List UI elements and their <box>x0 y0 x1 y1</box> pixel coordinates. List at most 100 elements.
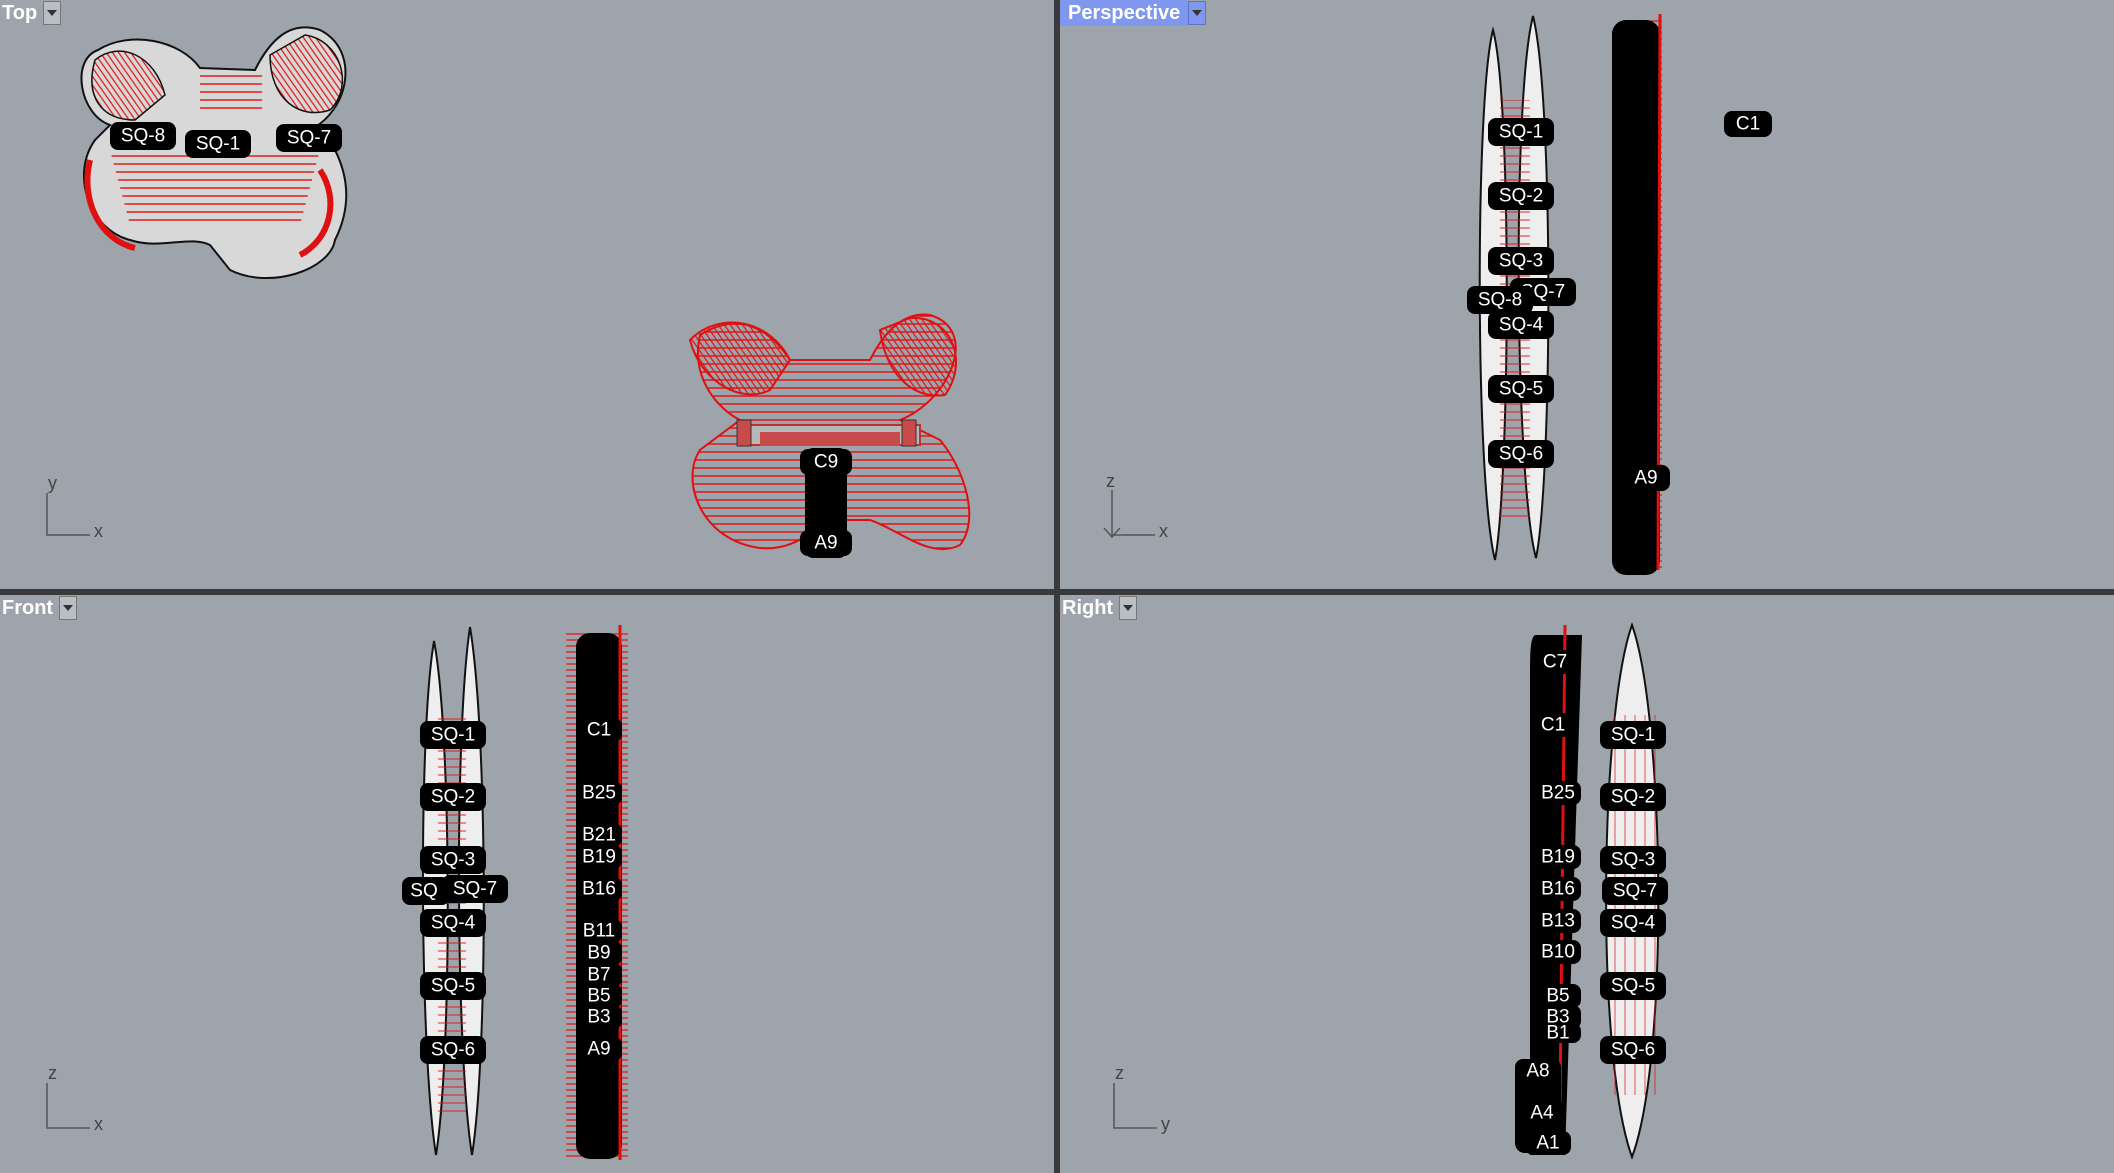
viewport-canvas[interactable]: C7 C1 B25 B19 B16 B13 B10 B5 B3 B1 A8 A4… <box>1060 595 2114 1173</box>
callout-a9[interactable]: A9 <box>1622 465 1670 491</box>
chevron-down-icon[interactable] <box>43 1 62 25</box>
callout-sq6[interactable]: SQ-6 <box>1488 440 1554 468</box>
svg-text:C9: C9 <box>814 452 838 473</box>
callout-sq4[interactable]: SQ-4 <box>420 909 486 937</box>
callout-b5[interactable]: B5 <box>576 984 622 1008</box>
callout-sq2[interactable]: SQ-2 <box>420 783 486 811</box>
svg-text:SQ-4: SQ-4 <box>431 913 476 934</box>
callout-c1[interactable]: C1 <box>576 718 622 742</box>
callout-sq1[interactable]: SQ-1 <box>185 130 251 158</box>
svg-text:SQ-1: SQ-1 <box>1611 725 1655 746</box>
callout-c1[interactable]: C1 <box>1724 111 1772 137</box>
callout-b9[interactable]: B9 <box>576 941 622 965</box>
viewport-title[interactable]: Front <box>2 597 54 619</box>
callout-b16[interactable]: B16 <box>576 877 622 901</box>
chevron-down-icon[interactable] <box>1188 1 1207 25</box>
svg-text:SQ-6: SQ-6 <box>1611 1040 1655 1061</box>
callout-sq8[interactable]: SQ-8 <box>1467 286 1533 314</box>
svg-text:SQ-2: SQ-2 <box>1611 787 1655 808</box>
viewport-canvas[interactable]: SQ-1 SQ-2 SQ-3 SQ-7 SQ-8 SQ-4 SQ-5 SQ-6 … <box>1060 0 2114 589</box>
callout-sq5[interactable]: SQ-5 <box>1488 375 1554 403</box>
viewport-canvas[interactable]: SQ-8 SQ-1 SQ-7 C9 A9 x y <box>0 0 1054 589</box>
callout-sq1[interactable]: SQ-1 <box>1600 721 1666 749</box>
callout-sq2[interactable]: SQ-2 <box>1488 182 1554 210</box>
callout-sq5[interactable]: SQ-5 <box>420 972 486 1000</box>
callout-sq6[interactable]: SQ-6 <box>420 1036 486 1064</box>
svg-text:B19: B19 <box>1541 847 1575 868</box>
callout-sq6[interactable]: SQ-6 <box>1600 1036 1666 1064</box>
callout-sq7[interactable]: SQ-7 <box>1602 877 1668 905</box>
svg-text:SQ-5: SQ-5 <box>431 976 475 997</box>
callout-sq1[interactable]: SQ-1 <box>1488 118 1554 146</box>
callout-b3[interactable]: B3 <box>576 1005 622 1029</box>
callout-b5[interactable]: B5 <box>1535 984 1581 1008</box>
callout-sq1[interactable]: SQ-1 <box>420 721 486 749</box>
callout-sq3[interactable]: SQ-3 <box>1488 247 1554 275</box>
svg-text:z: z <box>48 1063 57 1083</box>
label-stack-object[interactable] <box>1612 13 1662 575</box>
callout-b1[interactable]: B1 <box>1535 1023 1581 1044</box>
callout-c1[interactable]: C1 <box>1530 713 1576 737</box>
callout-sq7[interactable]: SQ-7 <box>276 124 342 152</box>
callout-b7[interactable]: B7 <box>576 963 622 987</box>
callout-b11[interactable]: B11 <box>576 919 622 943</box>
viewport-tab-perspective[interactable]: Perspective <box>1060 0 1207 26</box>
svg-text:z: z <box>1106 471 1115 491</box>
callout-sq2[interactable]: SQ-2 <box>1600 783 1666 811</box>
callout-b25[interactable]: B25 <box>1535 781 1581 805</box>
callout-b25[interactable]: B25 <box>576 781 622 805</box>
svg-text:SQ-4: SQ-4 <box>1611 913 1656 934</box>
svg-text:B11: B11 <box>583 921 615 942</box>
viewport-front[interactable]: Front SQ-1 SQ-2 <box>0 595 1054 1173</box>
callout-a9[interactable]: A9 <box>576 1037 622 1061</box>
callout-b19[interactable]: B19 <box>1535 845 1581 869</box>
axis-indicator: x y <box>46 473 103 541</box>
callout-b13[interactable]: B13 <box>1535 909 1581 933</box>
svg-text:SQ-6: SQ-6 <box>431 1040 475 1061</box>
shell-object-lower[interactable] <box>688 313 971 551</box>
svg-text:B9: B9 <box>587 943 610 964</box>
callout-c7[interactable]: C7 <box>1532 650 1578 674</box>
callout-sq8[interactable]: SQ <box>402 877 450 905</box>
viewport-title[interactable]: Top <box>2 2 38 24</box>
chevron-down-icon[interactable] <box>59 596 78 620</box>
svg-text:SQ-1: SQ-1 <box>431 725 475 746</box>
svg-text:B7: B7 <box>587 965 610 986</box>
callout-sq7[interactable]: SQ-7 <box>442 875 508 903</box>
svg-text:SQ-8: SQ-8 <box>1478 290 1522 311</box>
svg-text:B21: B21 <box>582 825 616 846</box>
callout-sq3[interactable]: SQ-3 <box>420 846 486 874</box>
svg-text:A4: A4 <box>1530 1103 1554 1124</box>
callout-b19[interactable]: B19 <box>576 845 622 869</box>
callout-a9[interactable]: A9 <box>800 530 852 556</box>
viewport-tab-right[interactable]: Right <box>1060 595 1138 621</box>
svg-text:B13: B13 <box>1541 911 1575 932</box>
svg-text:A1: A1 <box>1536 1133 1559 1154</box>
callout-a1[interactable]: A1 <box>1525 1131 1571 1155</box>
svg-text:B3: B3 <box>587 1007 610 1028</box>
callout-b16[interactable]: B16 <box>1535 877 1581 901</box>
callout-sq8[interactable]: SQ-8 <box>110 122 176 150</box>
viewport-canvas[interactable]: SQ-1 SQ-2 SQ-3 SQ SQ-7 SQ-4 SQ-5 SQ-6 C1… <box>0 595 1054 1173</box>
viewport-title[interactable]: Right <box>1062 597 1114 619</box>
callout-a4[interactable]: A4 <box>1519 1101 1565 1125</box>
viewport-tab-front[interactable]: Front <box>0 595 78 621</box>
callout-c9[interactable]: C9 <box>800 449 852 475</box>
svg-text:SQ-3: SQ-3 <box>431 850 475 871</box>
viewport-top[interactable]: Top SQ-8 SQ-1 <box>0 0 1054 589</box>
callout-sq4[interactable]: SQ-4 <box>1488 311 1554 339</box>
callout-b21[interactable]: B21 <box>576 823 622 847</box>
callout-b10[interactable]: B10 <box>1535 940 1581 964</box>
callout-sq4[interactable]: SQ-4 <box>1600 909 1666 937</box>
svg-text:SQ-7: SQ-7 <box>1613 881 1657 902</box>
viewport-tab-top[interactable]: Top <box>0 0 62 26</box>
viewport-perspective[interactable]: Perspective SQ <box>1060 0 2114 589</box>
svg-text:SQ-5: SQ-5 <box>1611 976 1655 997</box>
callout-a8[interactable]: A8 <box>1515 1059 1561 1083</box>
callout-sq3[interactable]: SQ-3 <box>1600 846 1666 874</box>
viewport-title[interactable]: Perspective <box>1060 0 1189 26</box>
viewport-right[interactable]: Right C7 C1 B25 <box>1060 595 2114 1173</box>
chevron-down-icon[interactable] <box>1119 596 1138 620</box>
svg-text:SQ-8: SQ-8 <box>121 126 165 147</box>
callout-sq5[interactable]: SQ-5 <box>1600 972 1666 1000</box>
